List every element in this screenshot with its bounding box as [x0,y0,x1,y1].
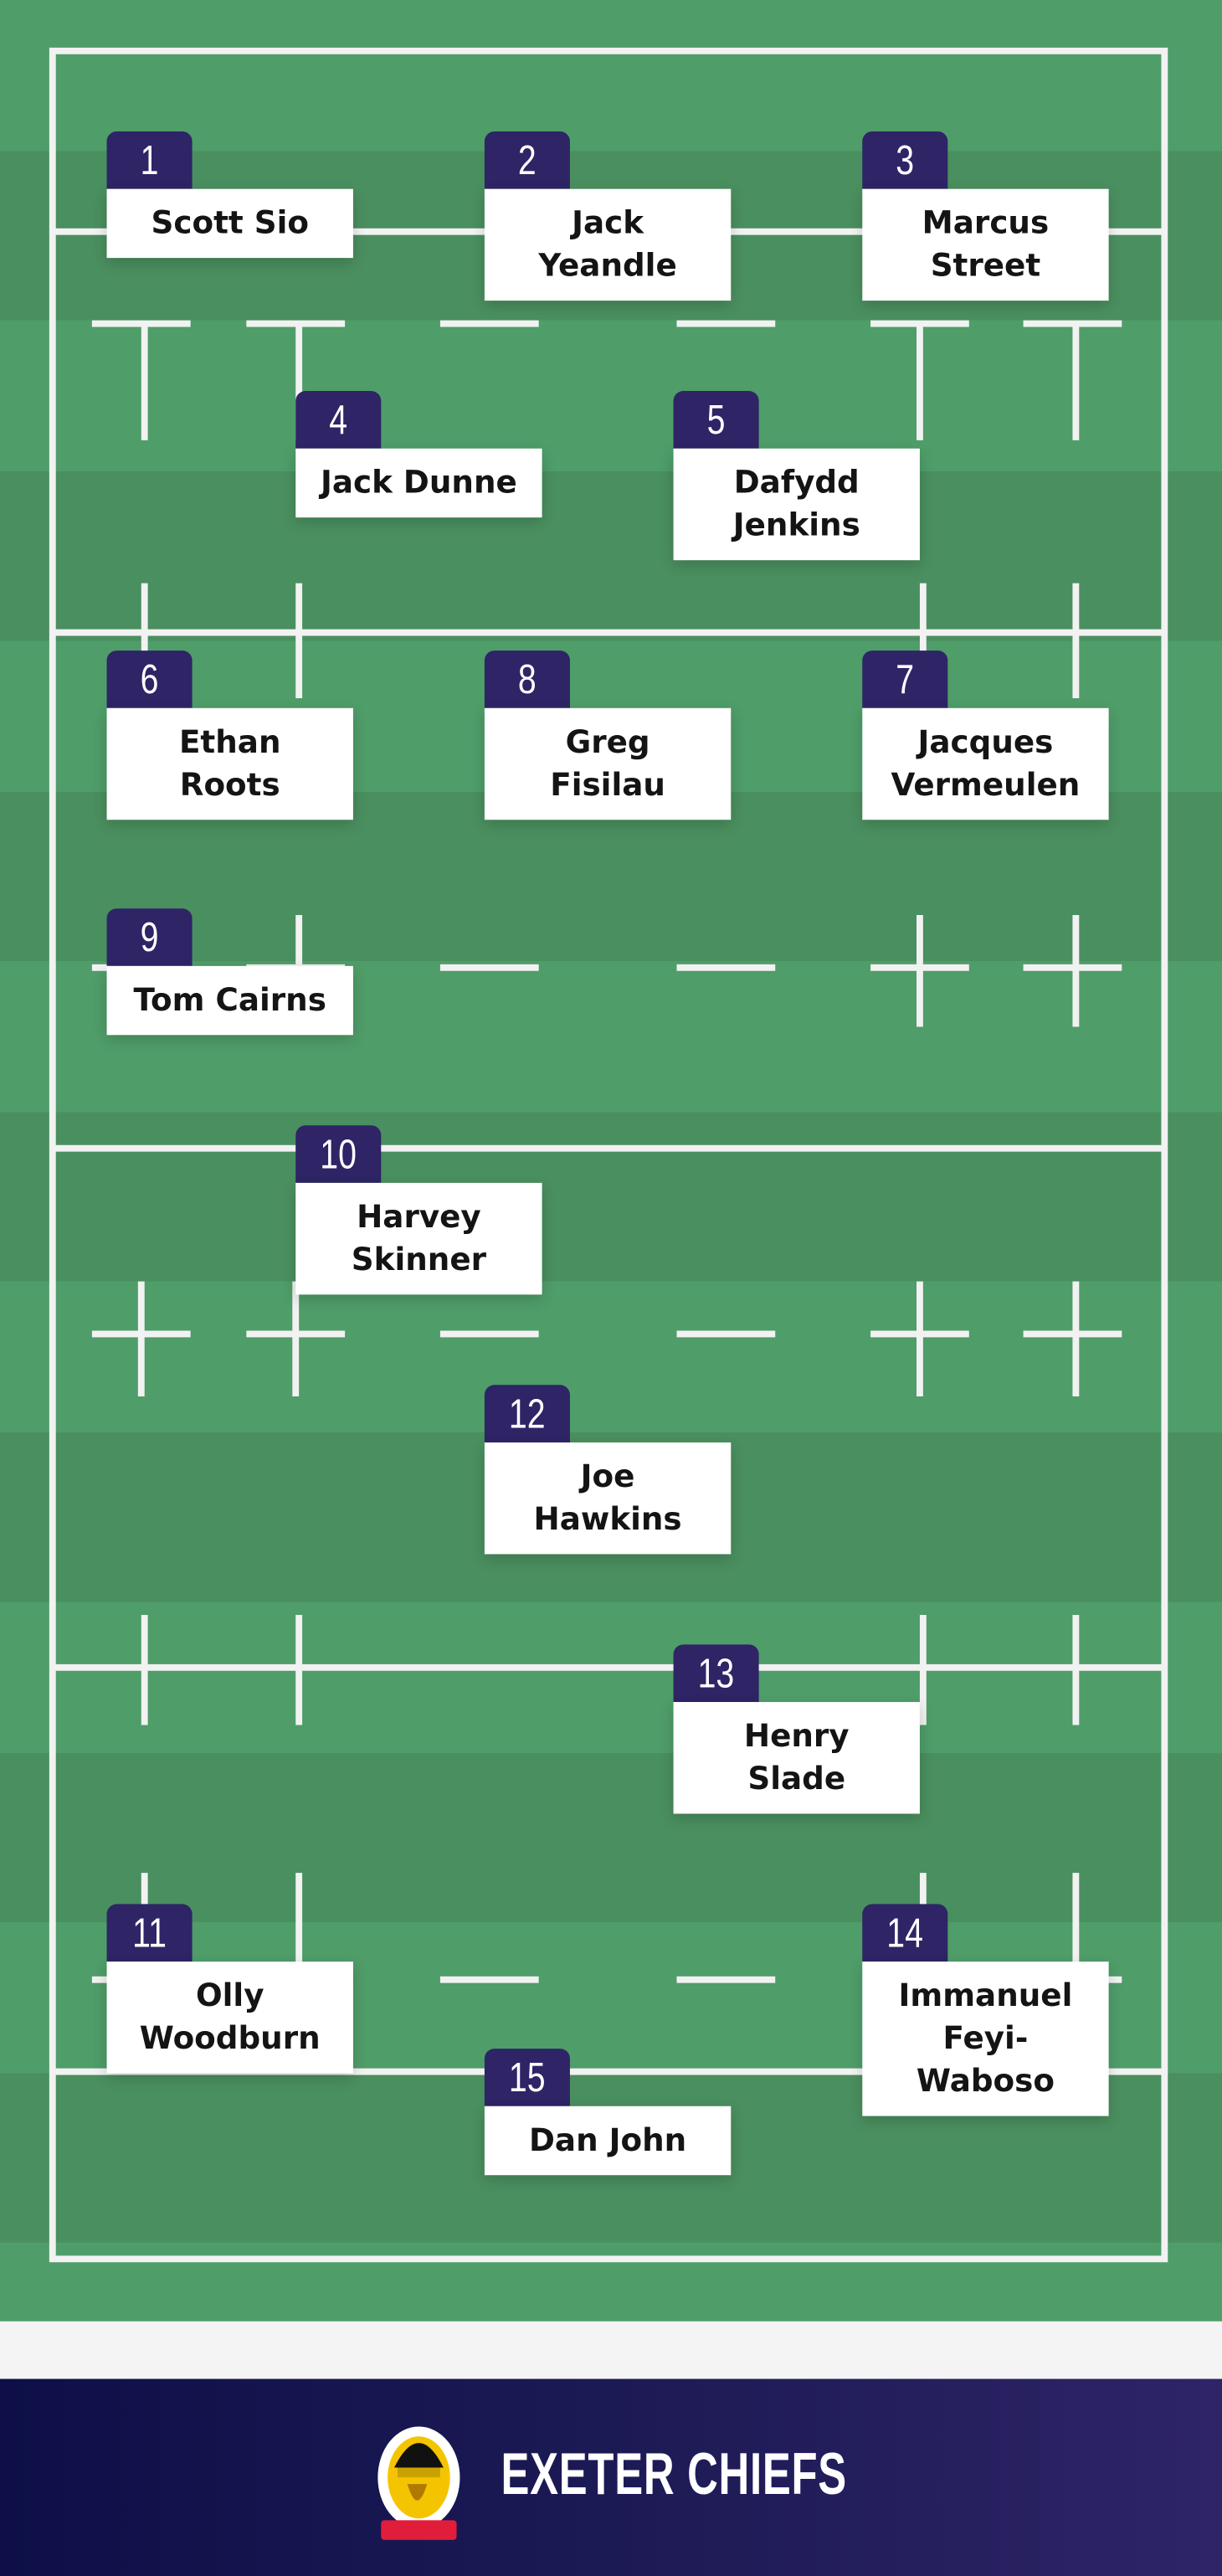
player-name: Henry Slade [673,1702,920,1814]
22-marks-top [141,583,1080,699]
shirt-number: 7 [896,656,915,703]
shirt-number-badge: 14 [862,1904,948,1962]
player-name: Dafydd Jenkins [673,448,920,561]
5m-marks-top [91,320,1122,440]
shirt-number: 5 [706,397,726,444]
shirt-number: 14 [886,1910,924,1957]
player-name: Dan John [484,2106,732,2176]
spacer [0,2321,1222,2379]
player-name: Jacques Vermeulen [862,707,1109,820]
22-marks-bottom [141,1615,1080,1725]
shirt-number: 6 [140,656,159,703]
player-name: Joe Hawkins [484,1442,732,1555]
player-name: Olly Woodburn [106,1962,353,2074]
team-name: EXETER CHIEFS [501,2440,847,2507]
shirt-number: 2 [518,137,537,184]
shirt-number-badge: 2 [484,131,570,189]
shirt-number: 11 [132,1910,167,1957]
shirt-number: 8 [518,656,537,703]
player-name: Scott Sio [106,188,353,259]
player-name: Jack Dunne [295,448,542,518]
player-name: Greg Fisilau [484,707,732,820]
shirt-number-badge: 11 [106,1904,193,1962]
player-name: Ethan Roots [106,707,353,820]
footer: EXETER CHIEFS [0,2378,1222,2576]
shirt-number-badge: 8 [484,650,570,708]
exeter-chiefs-crest-icon [377,2426,460,2540]
player-name: Jack Yeandle [484,188,732,301]
shirt-number-badge: 9 [106,908,193,966]
shirt-number: 12 [509,1391,546,1438]
shirt-number: 9 [140,915,159,962]
player-name: Harvey Skinner [295,1182,542,1295]
shirt-number-badge: 10 [295,1125,382,1183]
player-name: Tom Cairns [106,965,353,1036]
shirt-number: 1 [140,137,159,184]
player-name: Marcus Street [862,188,1109,301]
shirt-number-badge: 12 [484,1385,570,1442]
shirt-number-badge: 15 [484,2049,570,2106]
shirt-number-badge: 7 [862,650,948,708]
shirt-number-badge: 6 [106,650,193,708]
shirt-number-badge: 1 [106,131,193,189]
shirt-number-badge: 3 [862,131,948,189]
shirt-number-badge: 13 [673,1644,759,1703]
shirt-number-badge: 5 [673,391,759,449]
shirt-number: 4 [329,397,348,444]
shirt-number-badge: 4 [295,391,382,449]
shirt-number: 13 [697,1651,735,1698]
10m-marks-bottom [91,1281,1122,1397]
shirt-number: 3 [896,137,915,184]
shirt-number: 15 [509,2054,546,2101]
shirt-number: 10 [320,1132,357,1179]
pitch-boundary [49,47,1168,2263]
player-name: Immanuel Feyi- Waboso [862,1962,1109,2116]
